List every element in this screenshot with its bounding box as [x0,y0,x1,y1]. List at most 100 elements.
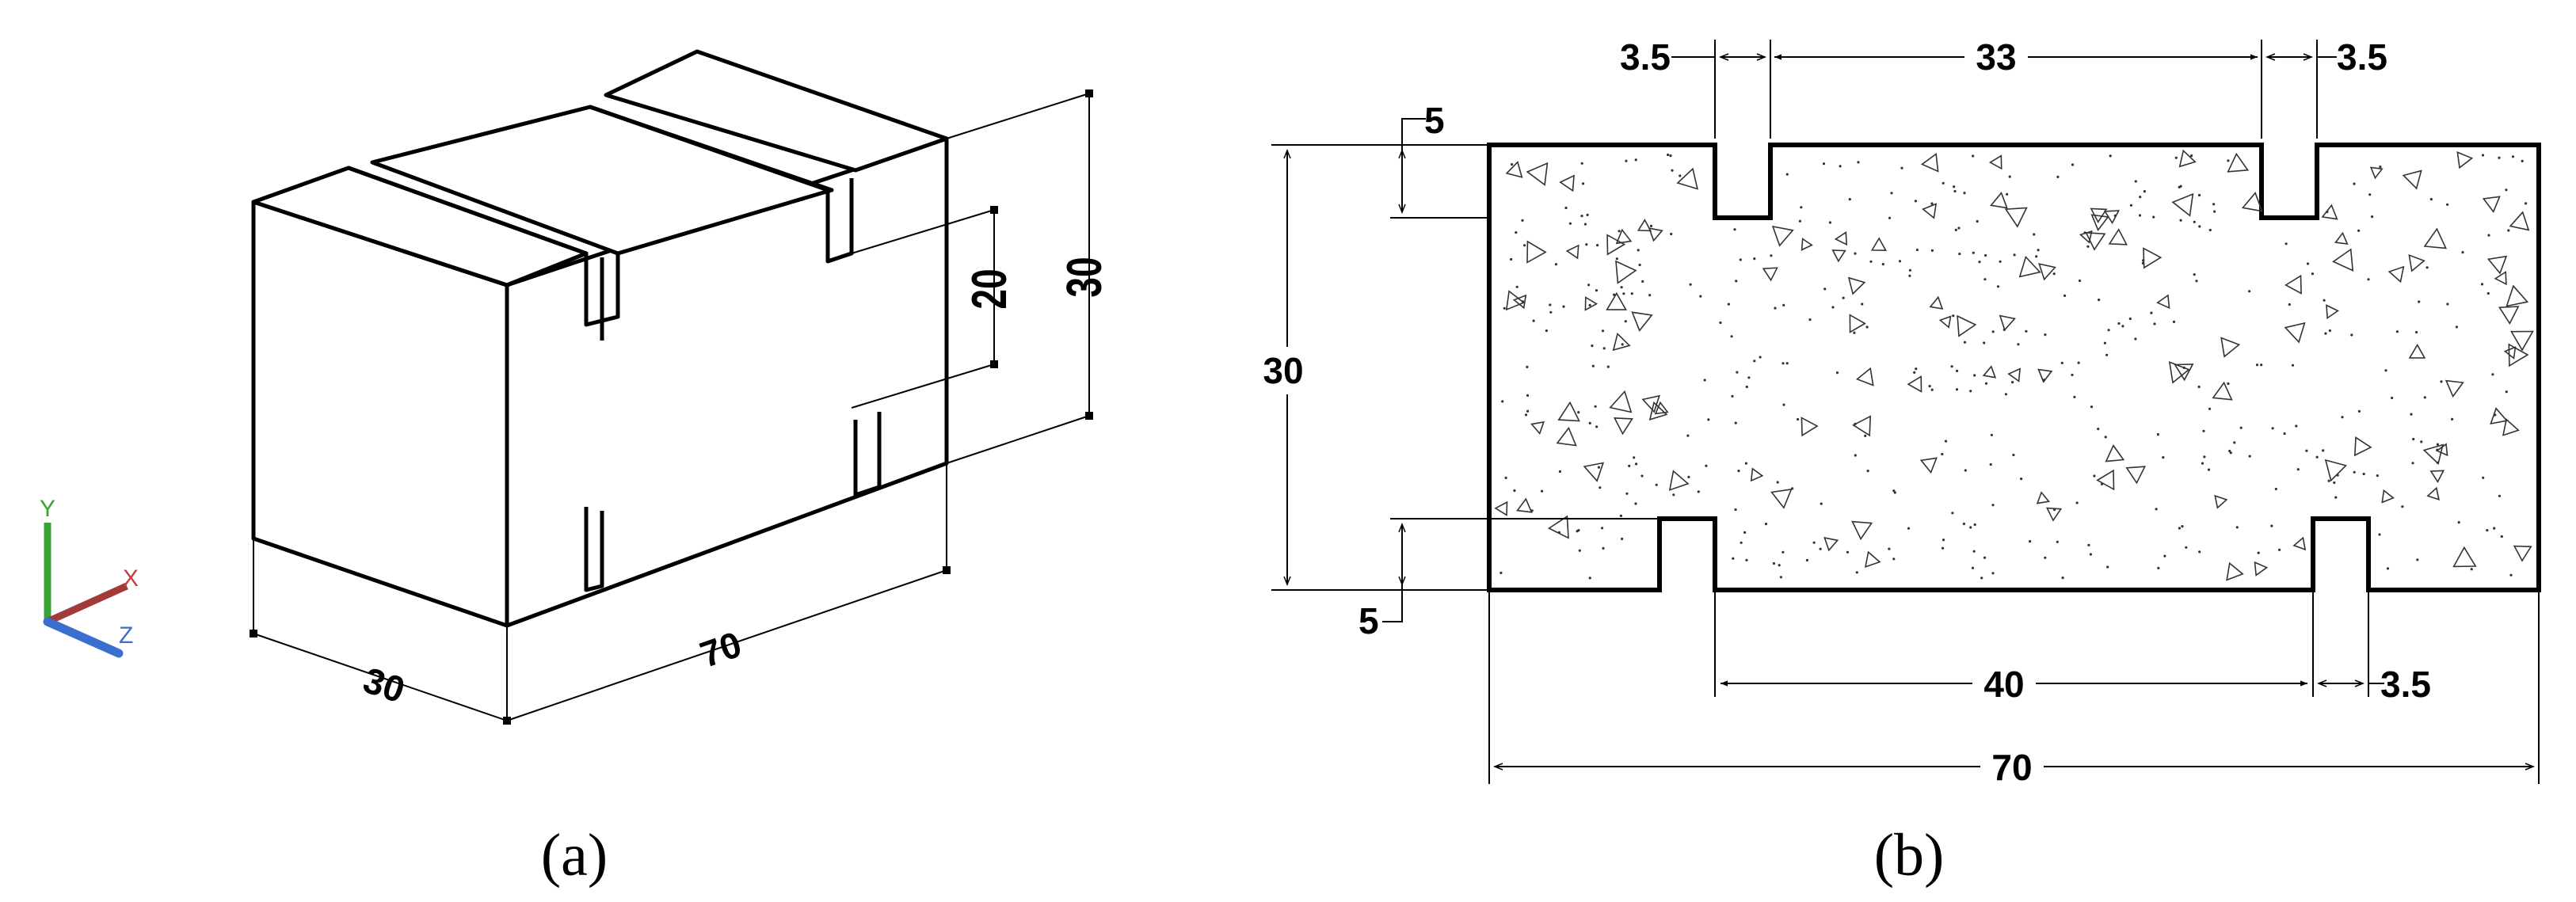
stipple-aggregate [1606,234,1626,256]
stipple-aggregate [1676,167,1698,190]
stipple-dot [1732,557,1735,560]
caption-a: (a) [541,822,608,889]
stipple-dot [1595,289,1599,292]
stipple-dot [2271,427,2274,430]
stipple-aggregate [1870,237,1887,252]
dim-label-groove-20: 20 [962,268,1016,309]
stipple-dot [1958,253,1961,256]
stipple-dot [1805,558,1808,562]
dim-line-length-70 [506,569,947,721]
stipple-dot [1618,230,1621,233]
stipple-dot [1737,470,1740,473]
stipple-aggregate [2353,436,2372,457]
stipple-dot [1941,452,1944,456]
stipple-aggregate [1957,314,1977,337]
stipple-dot [1782,403,1785,406]
stipple-dot [2509,573,2513,577]
stipple-dot [2486,291,2490,295]
stipple-dot [2284,242,2288,245]
stipple-dot [1881,263,1884,266]
stipple-dot [1699,295,1702,298]
stipple-dot [1594,405,1597,408]
stipple-dot [1953,189,1957,193]
stipple-dot [2295,424,2298,428]
stipple-aggregate [1847,276,1866,295]
stipple-aggregate [2456,151,2474,169]
stipple-aggregate [2143,247,2163,269]
stipple-dot [2227,159,2230,162]
stipple-dot [2357,229,2361,232]
stipple-dot [2139,196,2142,199]
stipple-dot [2487,234,2490,237]
stipple-dot [2128,317,2132,321]
stipple-dot [2174,156,2178,159]
stipple-aggregate [1606,291,1627,310]
stipple-dot [2197,385,2201,389]
stipple-aggregate [1530,421,1545,435]
stipple-dot [1641,280,1644,283]
stipple-dot [1955,388,1959,391]
stipple-aggregate [2090,214,2109,231]
top-groove-right [589,105,854,264]
stipple-dot [1634,502,1637,505]
stipple-dot [2486,529,2489,532]
stipple-dot [1962,522,1965,526]
stipple-dot [1705,464,1708,467]
stipple-dot [2129,204,2132,207]
stipple-dot [2163,554,2166,558]
stipple-dot [1772,561,1775,565]
stipple-dot [2511,155,2515,158]
stipple-dot [1655,483,1658,486]
stipple-dot [1866,470,1869,473]
stipple-dot [2087,543,2090,547]
stipple-dot [2152,215,2155,219]
stipple-dot [2075,501,2079,504]
stipple-dot [1964,469,1967,472]
stipple-aggregate [1801,417,1819,437]
stipple-dot [2063,294,2067,297]
stipple-dot [1942,546,1945,550]
stipple-aggregate [2284,274,2302,295]
stipple-dot [2371,215,2374,219]
stipple-dot [2493,527,2496,530]
stipple-dot [1585,243,1588,246]
stipple-dot [1869,260,1873,263]
stipple-dot [1513,489,1516,493]
stipple-dot [1745,385,1748,389]
stipple-dot [1908,274,1911,277]
stipple-dot [1951,512,1954,515]
stipple-dot [2376,474,2379,478]
stipple-dot [1640,474,1644,478]
stipple-aggregate [1851,520,1873,541]
stipple-aggregate [1512,294,1527,310]
stipple-aggregate [1823,537,1839,552]
stipple-dot [2362,472,2365,476]
stipple-aggregate [2254,561,2269,577]
stipple-aggregate [1990,192,2008,209]
stipple-dot [1503,306,1506,310]
stipple-dot [1624,320,1627,323]
stipple-aggregate [1641,394,1660,413]
stipple-dot [1999,260,2002,263]
stipple-dot [2323,299,2326,302]
stipple-dot [2155,508,2158,511]
stipple-dot [1774,306,1777,310]
stipple-dot [2505,188,2508,192]
stipple-dot [2178,527,2181,530]
stipple-dot [2093,474,2096,478]
stipple-dot [1980,577,1983,580]
stipple-dot [1942,539,1945,542]
stipple-dot [1776,481,1779,484]
stipple-aggregate [1494,500,1508,516]
stipple-dot [1628,464,1631,468]
stipple-dot [2202,429,2205,432]
stipple-dot [2401,505,2404,508]
stipple-aggregate [2494,271,2507,286]
dim-line-width-30 [253,633,508,721]
stipple-dot [2341,416,2344,419]
stipple-aggregate [1583,462,1605,482]
stipple-dot [1621,537,1624,541]
stipple-aggregate [2227,152,2250,173]
stipple-aggregate [1770,488,1793,509]
stipple-dot [1602,546,1605,550]
